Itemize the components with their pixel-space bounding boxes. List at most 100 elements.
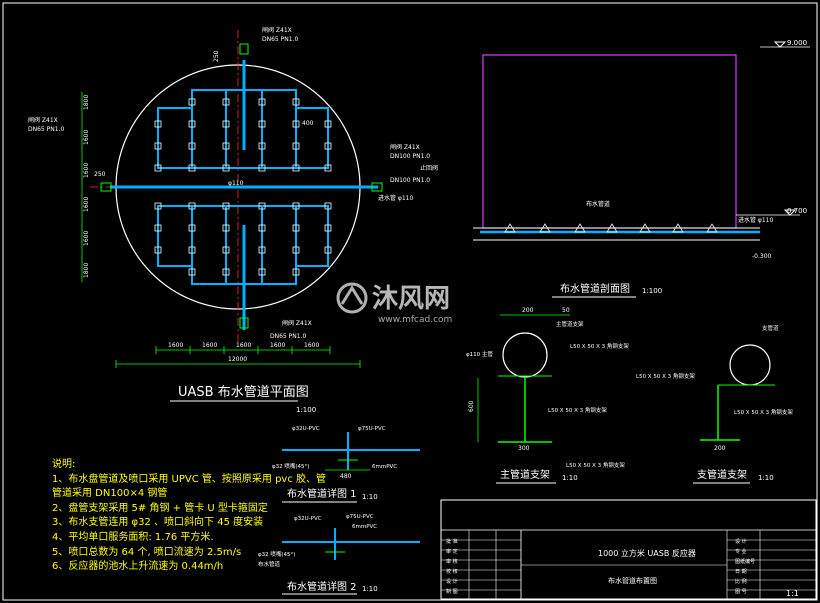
nozzle-marker [324,142,332,150]
detail1-label-4: 6mmPVC [372,464,397,470]
nozzle-marker [188,120,196,128]
plan-scale: 1:100 [296,406,316,414]
elev-bot-text: -0.300 [752,253,772,260]
nozzle-marker [222,120,230,128]
nozzle-marker [292,120,300,128]
nozzle-marker [258,202,266,210]
nozzle-grid [154,98,332,276]
section-nozzle-marker [574,223,586,233]
nozzle-marker [292,164,300,172]
nozzle-marker [258,246,266,254]
nozzle-marker [188,268,196,276]
branch-support-title: 支管道支架 [697,468,747,481]
plan-dim-3: 1600 [236,342,251,349]
plan-dim-1: 1600 [168,342,183,349]
detail1-title: 布水管道详图 1 [287,487,357,500]
tb-left-2: 审 定 [446,548,458,555]
notes-line-2: 管道采用 DN100×4 钢管 [52,488,168,500]
nozzle-marker [258,164,266,172]
branch-loop-top [157,107,193,169]
detail1-dim: 480 [340,473,352,480]
detail2-label-4: 6mmPVC [352,524,377,530]
misc-dim-250-left: 250 [94,171,106,178]
tb-left-1: 批 准 [446,538,458,545]
elev-top-marker [773,41,787,48]
tb-left-3: 审 核 [446,558,458,565]
section-nozzle-marker [539,223,551,233]
section-nozzles [504,223,718,233]
nozzle-marker [188,202,196,210]
plan-dim-ticks [115,346,361,368]
nozzle-marker [222,268,230,276]
section-nozzle-marker [504,223,516,233]
valve-right-label: 闸阀 Z41X [390,143,420,151]
plan-dim-4: 1600 [270,342,285,349]
nozzle-marker [222,164,230,172]
watermark-url: www.mfcad.com [378,315,452,325]
misc-dim-400: 400 [302,120,314,127]
tb-right-1: 设 计 [735,538,747,545]
tb-left-5: 设 计 [446,578,458,585]
title-block: 1000 立方米 UASB 反应器 布水管道布置图 批 准 审 定 审 核 校 … [440,499,817,600]
nozzle-marker [154,246,162,254]
branch-loop-bottom [157,205,193,267]
detail1-label-2: φ75U-PVC [358,426,386,432]
notes-line-1: 1、布水盘管道及喷口采用 UPVC 管、按照原采用 pvc 胶、管 [52,473,327,485]
main-support-dim-200: 200 [522,307,534,314]
left-dim-1: 1800 [83,95,90,110]
tb-drawing: 布水管道布置图 [608,576,657,585]
plan-view: 闸阀 Z41X DN65 PN1.0 闸阀 Z41X DN65 PN1.0 闸阀… [28,26,438,414]
tb-right-5: 比 例 [735,578,747,585]
main-pipe-circle [502,332,548,378]
main-support-label-2: L50 X 50 X 3 角钢支架 [548,406,607,414]
nozzle-marker [154,164,162,172]
branch-pipe-circle [729,344,771,386]
nozzle-marker [154,120,162,128]
branch-loop-top [191,89,227,169]
notes-line-7: 6、反应器的池水上升流速为 0.44m/h [52,561,224,573]
left-valve-icon [100,182,112,192]
nozzle-marker [154,224,162,232]
bottom-valve-icon [239,317,249,329]
main-support-dim-50: 50 [562,307,570,314]
section-label-in: 进水管 φ110 [738,216,774,224]
main-support-h-dim: 600 [468,400,475,412]
nozzle-marker [258,142,266,150]
notes-line-5: 4、平均单口服务面积: 1.76 平方米. [52,531,214,543]
nozzle-marker [324,224,332,232]
nozzle-marker [188,98,196,106]
valve-top-label: 闸阀 Z41X [262,26,292,34]
branch-loop-bottom [191,205,227,285]
watermark-text: 沐风网 [372,284,450,314]
notes-line-6: 5、喷口总数为 64 个, 喷口流速为 2.5m/s [52,546,242,558]
tb-right-6: 图 号 [735,589,747,595]
elev-mid-marker [783,209,797,216]
nozzle-marker [292,98,300,106]
detail2-label-1: φ32U-PVC [294,516,322,522]
valve-bottom-spec: DN65 PN1.0 [270,333,306,340]
nozzle-marker [324,120,332,128]
valve-left-label: 闸阀 Z41X [28,116,58,124]
detail1-label-1: φ32U-PVC [292,426,320,432]
nozzle-marker [188,246,196,254]
top-valve-icon [239,43,249,55]
detail2-scale: 1:10 [362,585,378,593]
branch-support-label-1: L50 X 50 X 3 角钢支架 [636,372,695,380]
nozzle-marker [258,224,266,232]
nozzle-marker [222,98,230,106]
section-nozzle-marker [672,223,684,233]
main-support-top-label: 主管道支架 [556,320,584,328]
nozzle-marker [324,202,332,210]
plan-title: UASB 布水管道平面图 [178,385,309,400]
nozzle-marker [258,98,266,106]
tb-left-4: 校 核 [446,568,458,575]
detail-2-view: φ32U-PVC φ75U-PVC φ32 喷嘴(45°) 6mmPVC 布水管… [258,514,420,595]
nozzle-marker [292,202,300,210]
detail2-title: 布水管道详图 2 [287,580,357,593]
valve-right-spec1: DN100 PN1.0 [390,153,430,160]
main-support-pipe-label: φ110 主管 [466,350,493,358]
main-support-label-1: L50 X 50 X 3 角钢支架 [570,342,629,350]
